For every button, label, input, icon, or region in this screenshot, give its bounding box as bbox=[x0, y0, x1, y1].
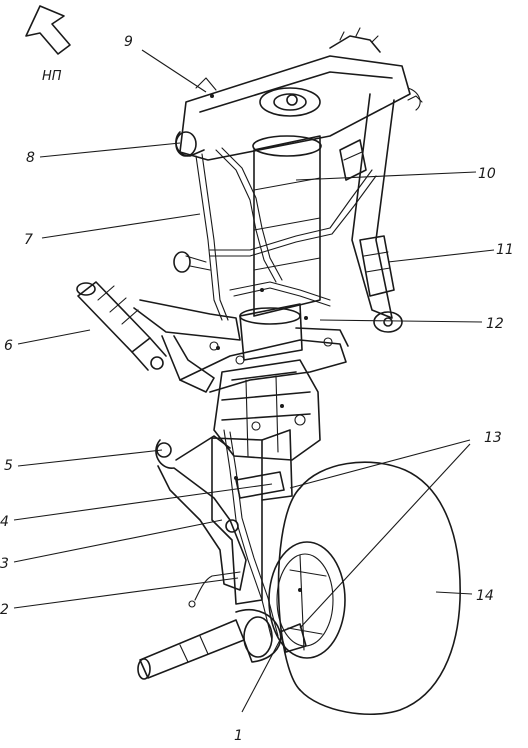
callout-12: 12 bbox=[486, 316, 504, 332]
leader-8 bbox=[39, 142, 181, 158]
callout-6: 6 bbox=[4, 338, 13, 354]
callout-1: 1 bbox=[234, 728, 243, 744]
leader-12 bbox=[319, 319, 483, 323]
callout-5: 5 bbox=[4, 458, 13, 474]
leader-3 bbox=[13, 519, 223, 563]
trunnion-beam bbox=[175, 27, 421, 161]
leader-10 bbox=[295, 171, 477, 181]
leader-9 bbox=[141, 49, 207, 93]
upper-housing bbox=[239, 135, 322, 361]
callout-leaders bbox=[13, 49, 495, 713]
callout-3: 3 bbox=[0, 556, 9, 572]
shock-strut-cylinder bbox=[213, 359, 321, 461]
side-brace bbox=[339, 93, 403, 333]
callout-10: 10 bbox=[478, 166, 496, 182]
leader-13a bbox=[289, 439, 471, 489]
leader-7 bbox=[41, 213, 201, 239]
axle bbox=[137, 608, 307, 680]
direction-arrow-icon bbox=[25, 5, 71, 55]
callout-2: 2 bbox=[0, 602, 9, 618]
callout-8: 8 bbox=[26, 150, 35, 166]
callout-14: 14 bbox=[476, 588, 494, 604]
leader-4 bbox=[13, 483, 273, 521]
leader-11 bbox=[387, 249, 495, 263]
direction-label: НП bbox=[42, 69, 62, 84]
link-arms bbox=[133, 299, 349, 393]
hardware-bolts bbox=[210, 94, 308, 592]
hydraulic-lines bbox=[173, 95, 423, 641]
leader-1 bbox=[241, 639, 281, 713]
retraction-actuator bbox=[76, 281, 167, 371]
wheel-tire bbox=[268, 461, 461, 716]
leader-6 bbox=[17, 329, 91, 345]
callout-11: 11 bbox=[496, 242, 514, 258]
callout-13: 13 bbox=[484, 430, 502, 446]
leader-13b bbox=[299, 443, 471, 629]
callout-7: 7 bbox=[24, 232, 33, 248]
leader-2 bbox=[13, 577, 239, 609]
callout-9: 9 bbox=[124, 34, 133, 50]
callout-4: 4 bbox=[0, 514, 9, 530]
leader-14 bbox=[435, 591, 473, 595]
leader-5 bbox=[17, 449, 163, 467]
